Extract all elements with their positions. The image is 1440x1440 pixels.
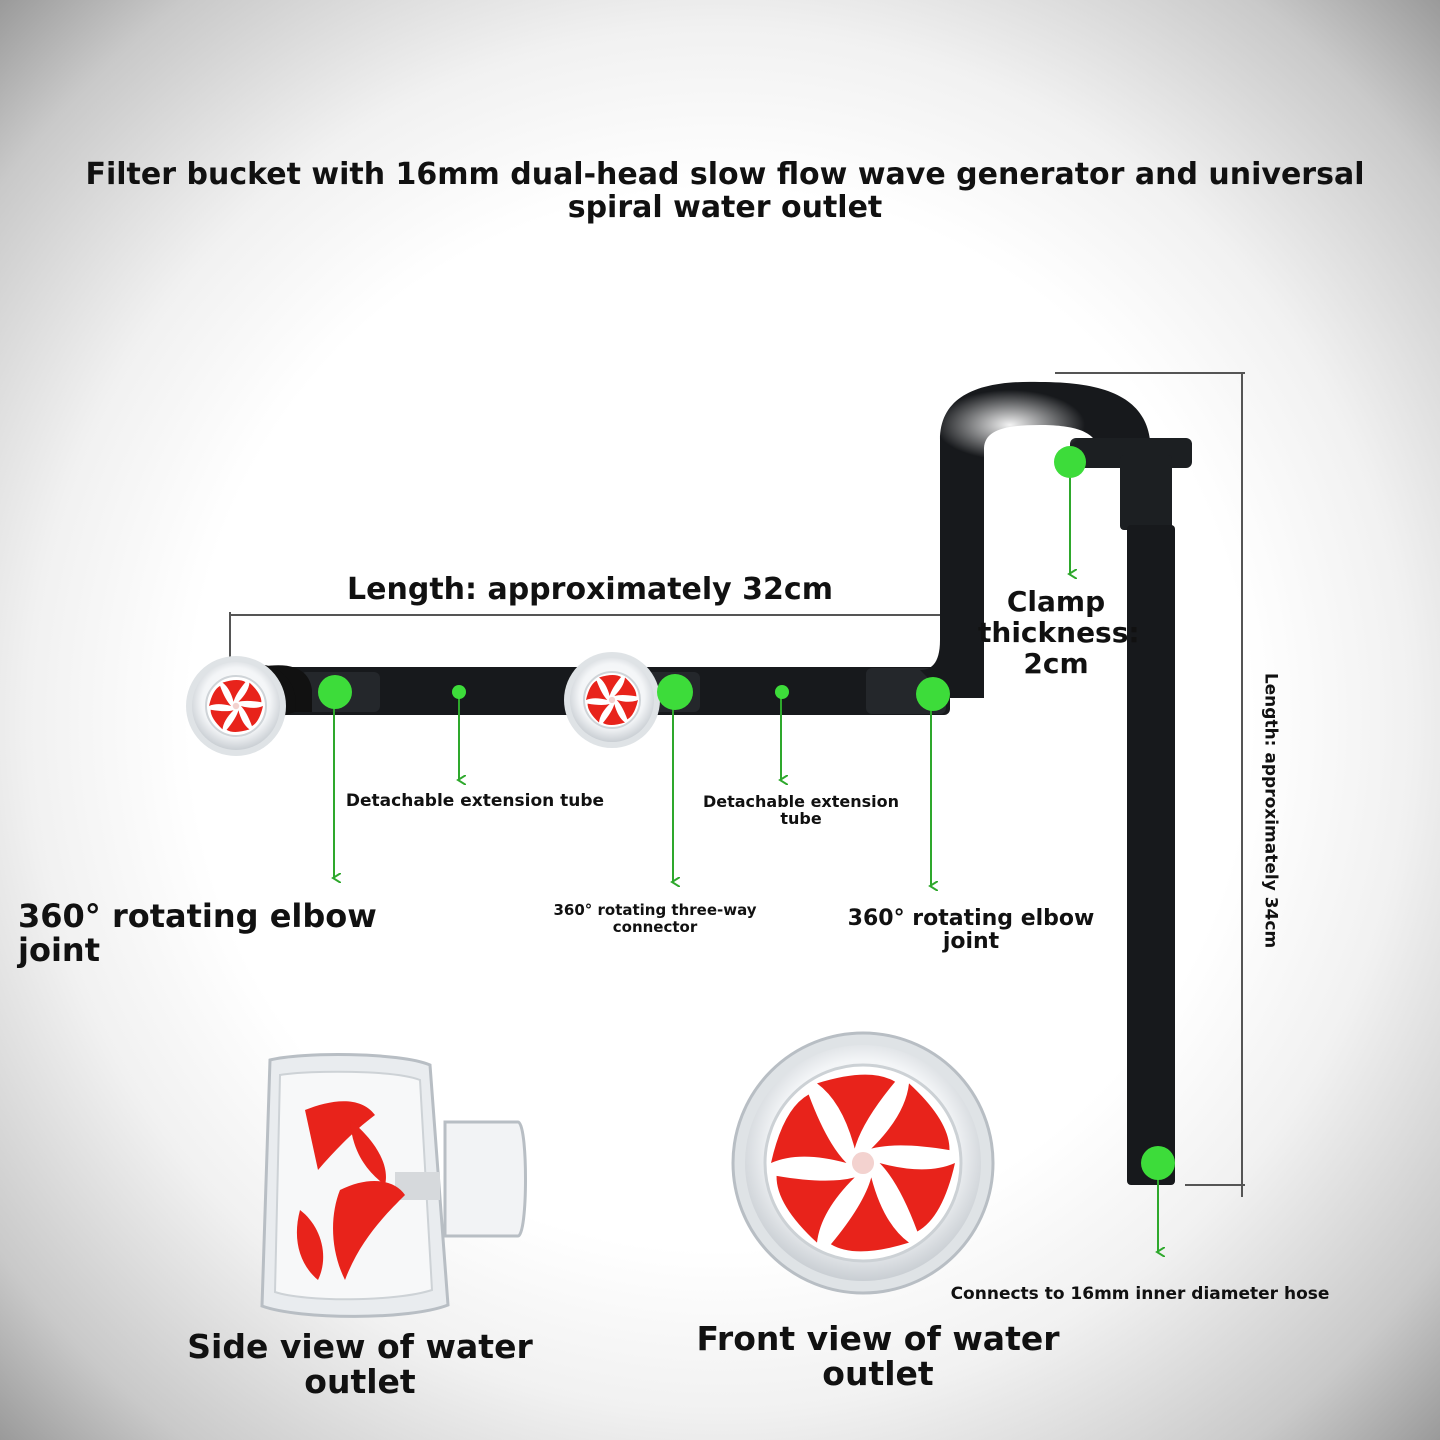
marker-elbow-left bbox=[318, 675, 352, 709]
impeller-blade bbox=[209, 685, 232, 706]
marker-extension-right bbox=[775, 685, 789, 699]
three-way-connector-label: 360° rotating three-way connector bbox=[553, 901, 757, 936]
marker-clamp bbox=[1054, 446, 1086, 478]
impeller-blade bbox=[587, 703, 610, 723]
impeller-blade bbox=[238, 682, 262, 703]
left-impeller bbox=[209, 680, 263, 732]
side-view-caption: Side view of water outlet bbox=[187, 1327, 533, 1401]
vertical-length-label: Length: approximately 34cm bbox=[1260, 672, 1281, 949]
impeller-hub bbox=[851, 1151, 875, 1175]
elbow-joint-left-label: 360° rotating elbow joint bbox=[18, 897, 377, 969]
callout-arrows bbox=[334, 462, 1158, 1252]
horizontal-length-label: Length: approximately 32cm bbox=[347, 572, 833, 607]
marker-elbow-right bbox=[916, 677, 950, 711]
impeller-blade bbox=[586, 680, 608, 700]
impeller-blade bbox=[614, 677, 637, 697]
impeller-hub bbox=[232, 702, 240, 710]
impeller-blade bbox=[305, 1101, 375, 1170]
diagram-title: Filter bucket with 16mm dual-head slow f… bbox=[85, 157, 1365, 225]
left-outlet-nozzle bbox=[186, 656, 296, 756]
vertical-dimension-line bbox=[1055, 372, 1245, 1197]
clamp-thickness-label: Clamp thickness: 2cm bbox=[978, 585, 1140, 680]
impeller-blade bbox=[771, 1094, 847, 1163]
impeller-blade bbox=[871, 1083, 950, 1151]
impeller-blade bbox=[210, 709, 234, 730]
middle-impeller bbox=[586, 675, 638, 725]
impeller-hub bbox=[608, 696, 616, 704]
marker-three-way bbox=[657, 674, 693, 710]
extension-tube-right-label: Detachable extension tube bbox=[702, 792, 900, 828]
riser-pipe bbox=[920, 381, 1192, 1185]
impeller-blade bbox=[879, 1163, 955, 1232]
marker-extension-left bbox=[452, 685, 466, 699]
elbow-joint-right-label: 360° rotating elbow joint bbox=[847, 906, 1095, 955]
impeller-blade bbox=[817, 1074, 896, 1149]
impeller-blade bbox=[616, 700, 638, 720]
side-impeller bbox=[296, 1101, 405, 1280]
marker-hose bbox=[1141, 1146, 1175, 1180]
callout-markers bbox=[318, 446, 1175, 1180]
hose-connection-label: Connects to 16mm inner diameter hose bbox=[950, 1284, 1330, 1304]
extension-tube-left-label: Detachable extension tube bbox=[345, 791, 605, 811]
impeller-blade bbox=[240, 706, 263, 727]
impeller-blade bbox=[350, 1120, 386, 1185]
front-impeller bbox=[771, 1074, 955, 1252]
impeller-blade bbox=[599, 675, 622, 696]
impeller-blade bbox=[830, 1177, 909, 1252]
impeller-blade bbox=[333, 1180, 405, 1280]
front-view-caption: Front view of water outlet bbox=[696, 1319, 1060, 1393]
impeller-group bbox=[209, 675, 955, 1280]
horizontal-dimension-line bbox=[229, 612, 945, 662]
impeller-blade bbox=[226, 710, 250, 732]
impeller-blade bbox=[222, 680, 246, 702]
impeller-blade bbox=[296, 1210, 324, 1280]
impeller-blade bbox=[776, 1175, 855, 1243]
impeller-blade bbox=[602, 704, 625, 725]
